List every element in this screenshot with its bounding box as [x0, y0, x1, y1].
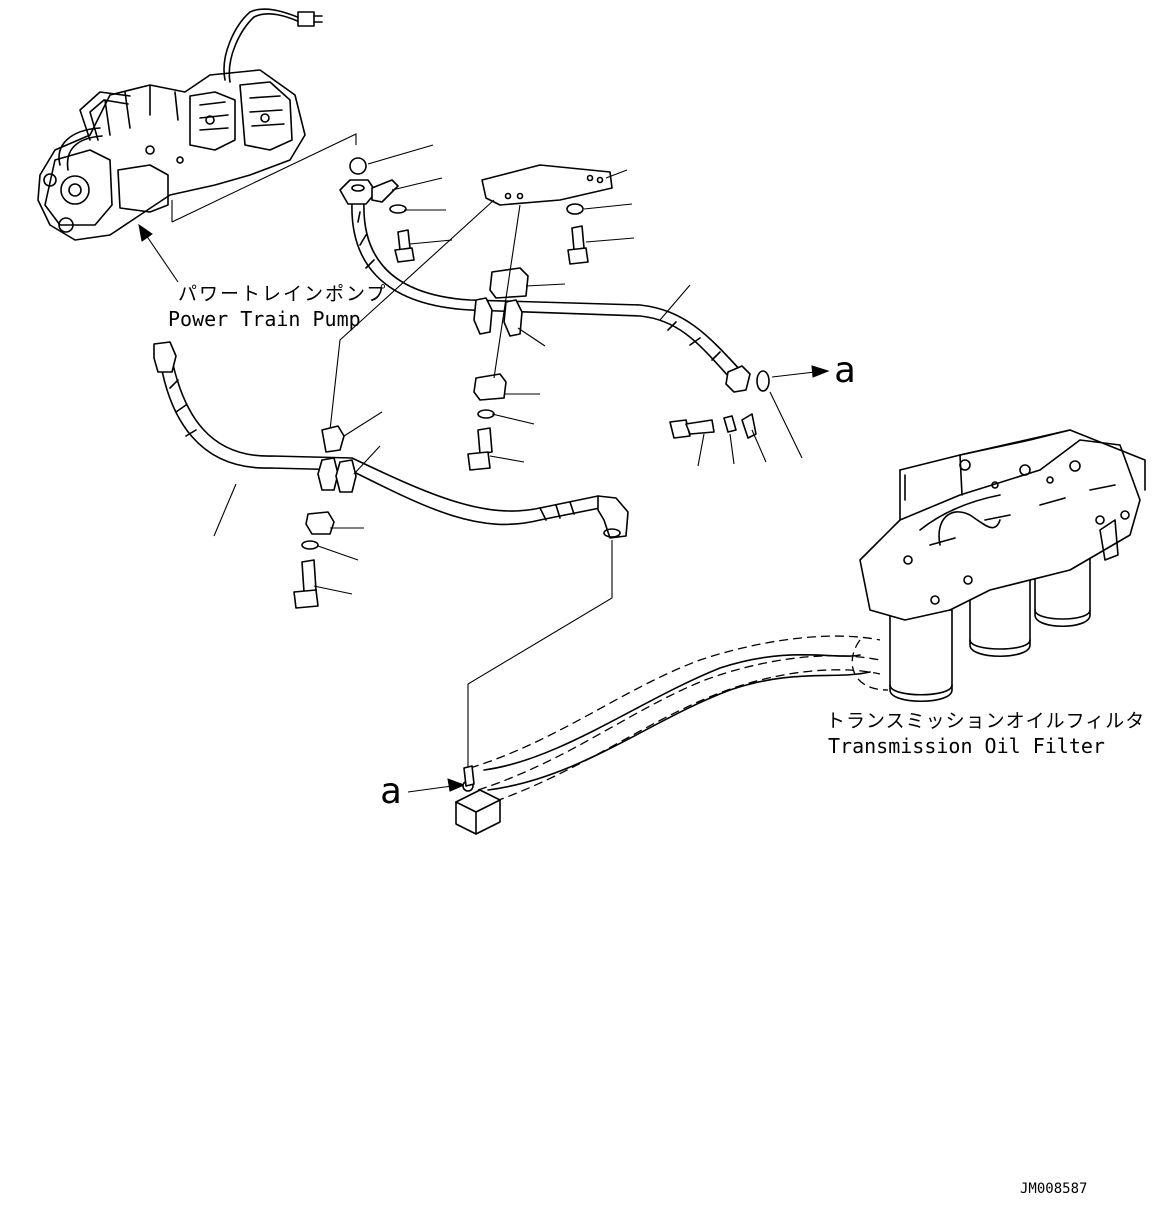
upper-hose-assembly [329, 157, 770, 471]
pump-label-en: Power Train Pump [168, 307, 361, 331]
reference-arrow-right [771, 365, 830, 378]
pump-label-jp: パワートレインポンプ [178, 283, 387, 305]
filter-label-jp: トランスミッションオイルフィルタ [826, 710, 1145, 732]
lower-hose-assembly [153, 341, 629, 770]
pump-pointer-arrow [138, 223, 179, 283]
drawing-number: JM008587 [1020, 1181, 1087, 1197]
reference-a-right: a [834, 350, 856, 391]
reference-arrow-left [407, 778, 466, 793]
leader-lines [213, 144, 803, 595]
reference-a-left: a [380, 771, 402, 812]
transmission-oil-filter [455, 429, 1146, 835]
filter-label-en: Transmission Oil Filter [828, 734, 1105, 758]
power-train-pump [37, 8, 357, 241]
